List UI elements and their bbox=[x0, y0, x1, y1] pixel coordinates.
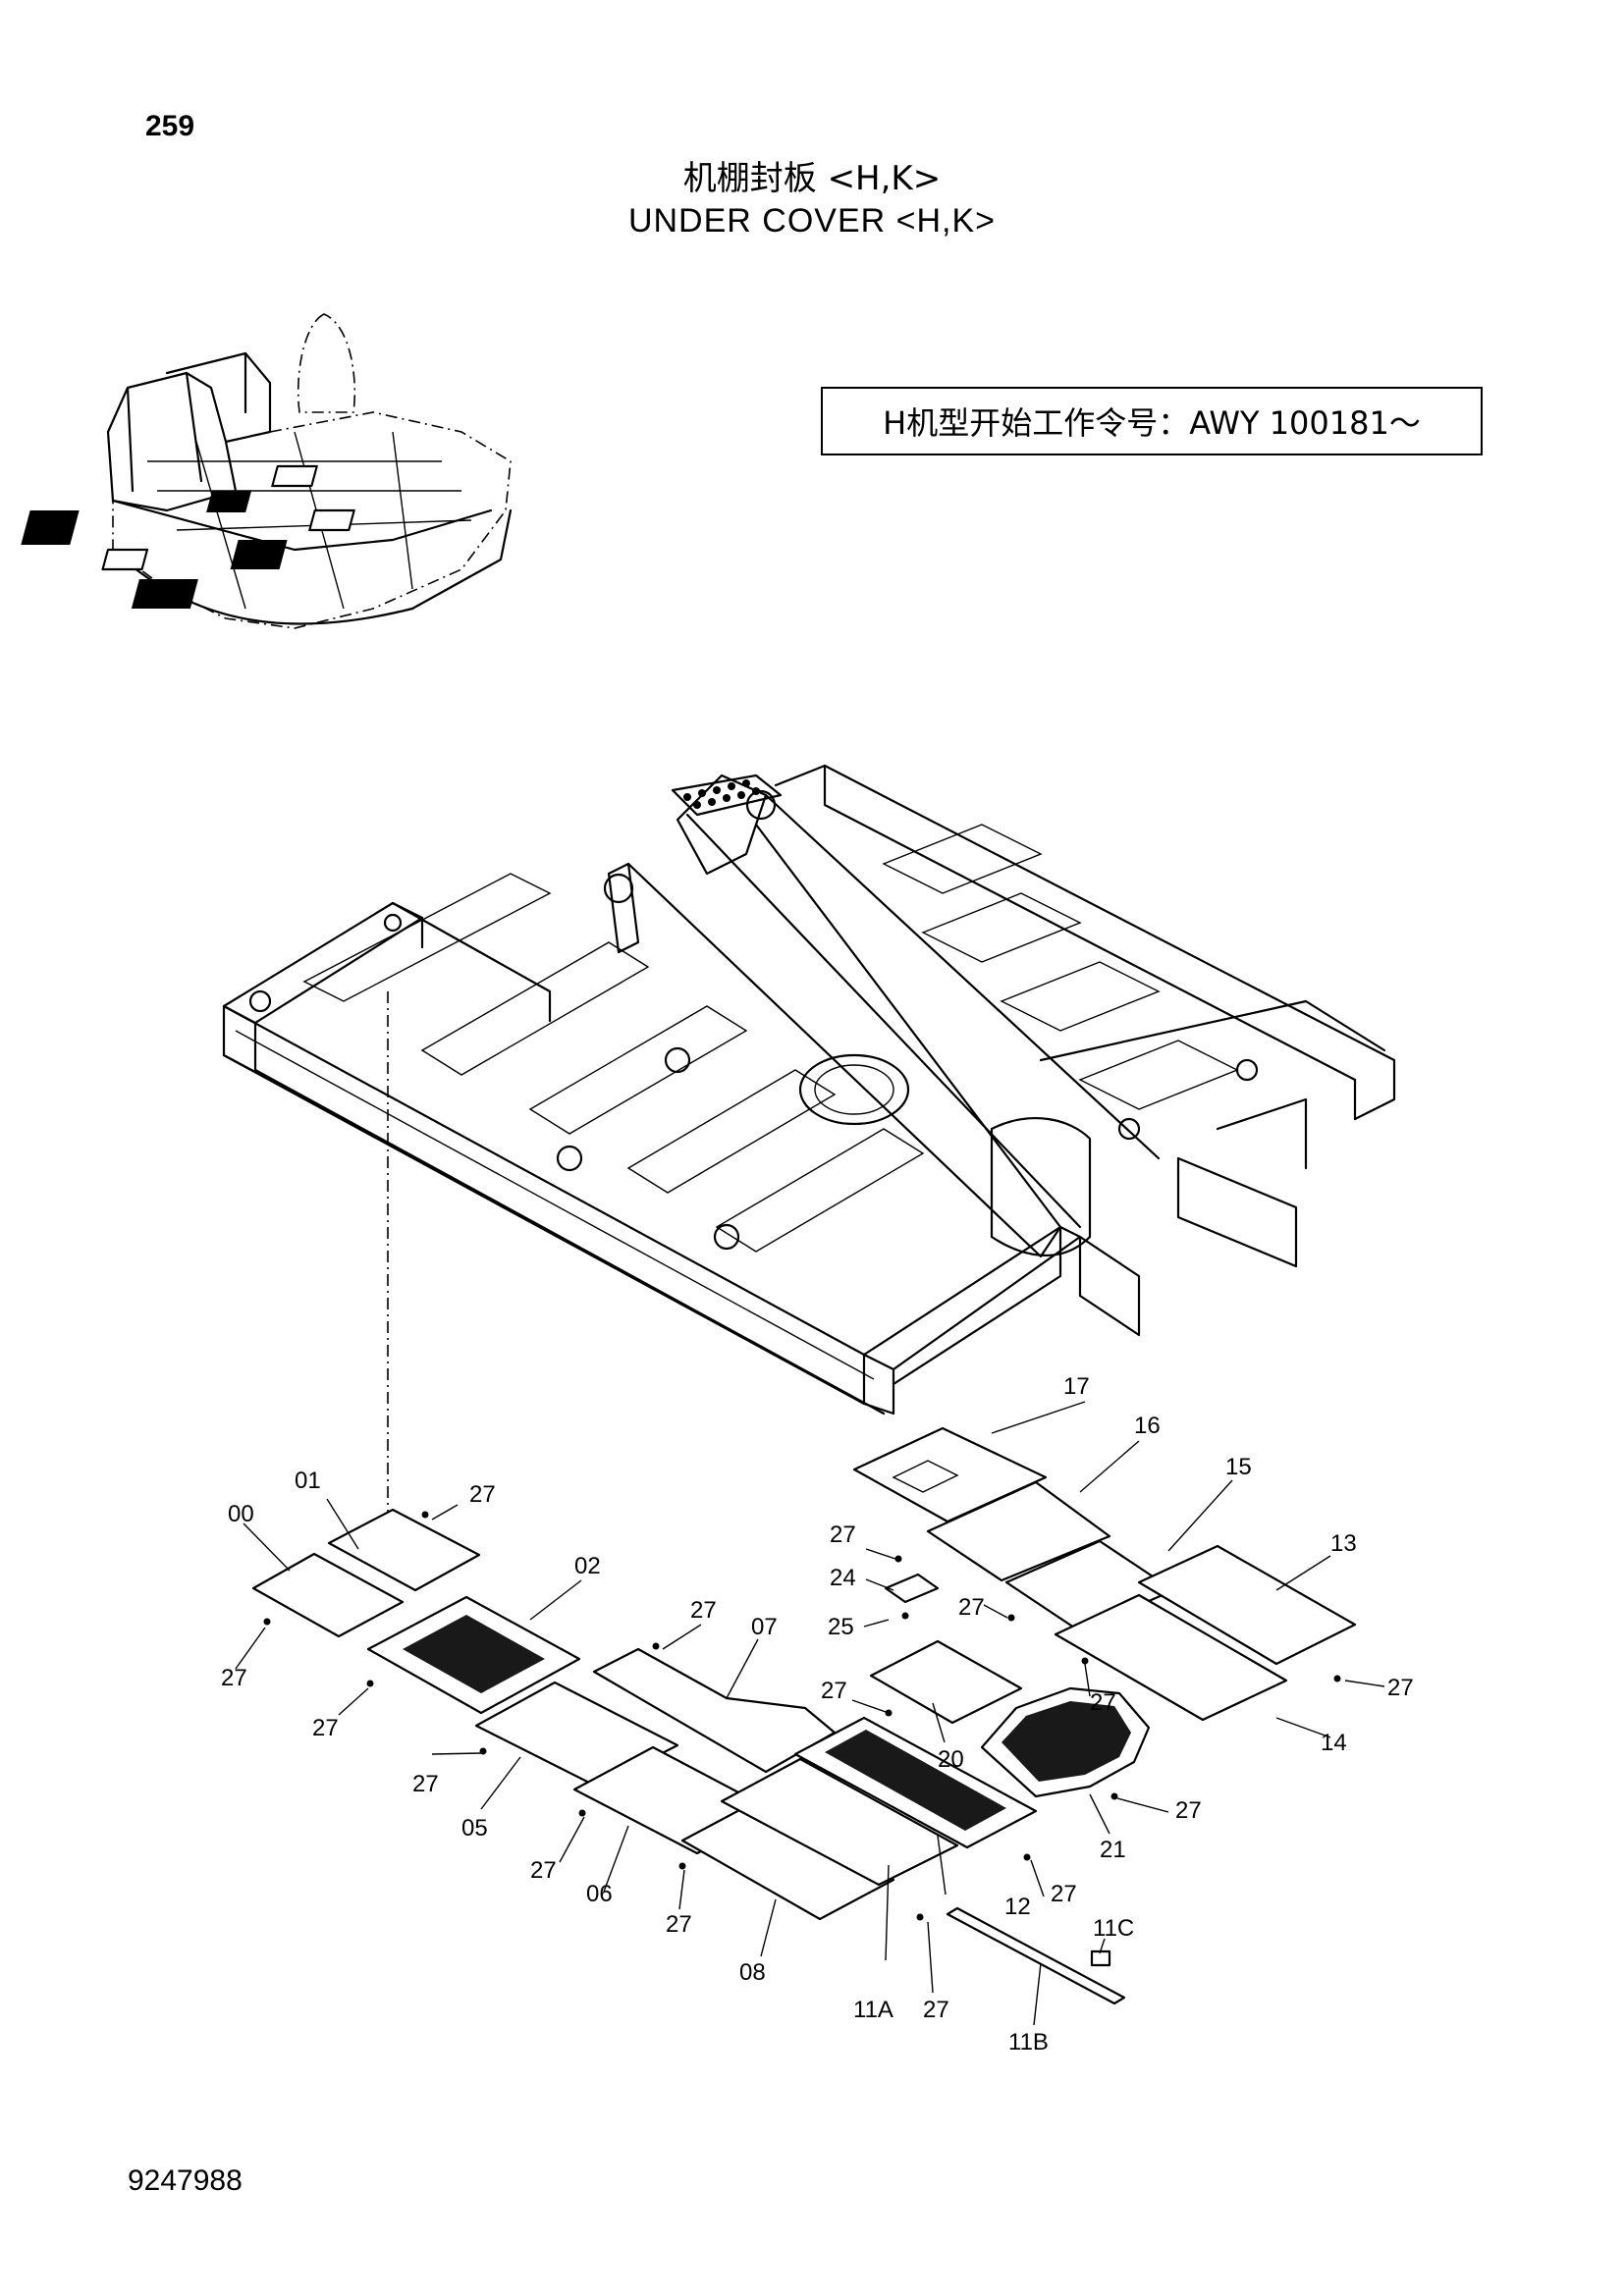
plate-08 bbox=[680, 1799, 895, 1921]
callout-27-h: 27 bbox=[923, 1997, 949, 2023]
callout-27-m: 27 bbox=[958, 1594, 985, 1621]
callout-27-d: 27 bbox=[312, 1715, 339, 1741]
callout-14: 14 bbox=[1321, 1730, 1347, 1756]
callout-27-b: 27 bbox=[690, 1597, 717, 1624]
title-chinese: 机棚封板 <H,K> bbox=[682, 159, 942, 198]
callout-27-l: 27 bbox=[830, 1522, 856, 1548]
callout-17: 17 bbox=[1063, 1373, 1090, 1400]
plate-12 bbox=[793, 1716, 1038, 1849]
plate-21 bbox=[980, 1686, 1151, 1798]
plate-17 bbox=[852, 1426, 1048, 1523]
document-number: 9247988 bbox=[128, 2164, 243, 2197]
callout-27-a: 27 bbox=[469, 1481, 496, 1508]
serial-number-note: H机型开始工作令号：AWY 100181～ bbox=[821, 387, 1483, 455]
callout-11c: 11C bbox=[1093, 1915, 1134, 1942]
callout-labels: 01 00 27 02 27 07 27 27 27 05 27 06 27 0… bbox=[221, 1373, 1414, 2056]
callout-24: 24 bbox=[830, 1565, 856, 1591]
callout-leaders bbox=[235, 1401, 1385, 2026]
callout-27-k: 27 bbox=[821, 1678, 847, 1704]
upper-frame bbox=[222, 764, 1396, 1415]
callout-11a: 11A bbox=[853, 1997, 893, 2023]
callout-27-o: 27 bbox=[1387, 1675, 1414, 1701]
plate-20 bbox=[869, 1639, 1023, 1725]
plate-13 bbox=[1137, 1544, 1357, 1666]
callout-27-c: 27 bbox=[221, 1665, 247, 1691]
plate-01 bbox=[327, 1508, 481, 1592]
plate-14 bbox=[1054, 1593, 1288, 1722]
callout-27-j: 27 bbox=[1175, 1797, 1202, 1824]
callout-27-n: 27 bbox=[1090, 1689, 1116, 1716]
callout-01: 01 bbox=[295, 1468, 321, 1494]
plate-07 bbox=[592, 1647, 837, 1774]
callout-07: 07 bbox=[751, 1614, 778, 1640]
block-11c bbox=[1090, 1949, 1111, 1967]
bar-11b bbox=[946, 1906, 1126, 2005]
callout-12: 12 bbox=[1004, 1894, 1031, 1920]
callout-11b: 11B bbox=[1008, 2029, 1049, 2056]
callout-16: 16 bbox=[1134, 1413, 1161, 1439]
machine-key-map bbox=[21, 313, 513, 629]
callout-08: 08 bbox=[739, 1959, 766, 1986]
callout-27-i: 27 bbox=[1051, 1881, 1077, 1907]
callout-15: 15 bbox=[1225, 1454, 1252, 1480]
callout-27-e: 27 bbox=[412, 1771, 439, 1797]
title-english: UNDER COVER <H,K> bbox=[627, 202, 997, 240]
plate-16 bbox=[926, 1480, 1111, 1582]
serial-number-text: H机型开始工作令号：AWY 100181～ bbox=[883, 404, 1421, 442]
plate-02 bbox=[366, 1595, 581, 1715]
plate-11a bbox=[720, 1757, 959, 1887]
callout-21: 21 bbox=[1100, 1837, 1126, 1863]
callout-27-g: 27 bbox=[666, 1911, 692, 1938]
callout-02: 02 bbox=[574, 1553, 601, 1579]
plate-24 bbox=[884, 1573, 940, 1604]
callout-13: 13 bbox=[1330, 1530, 1357, 1557]
callout-00: 00 bbox=[228, 1501, 254, 1527]
callout-25: 25 bbox=[828, 1614, 854, 1640]
plate-00 bbox=[251, 1552, 405, 1638]
page-number: 259 bbox=[145, 110, 195, 142]
under-cover-plates bbox=[251, 1426, 1357, 2005]
callout-06: 06 bbox=[586, 1881, 613, 1907]
callout-20: 20 bbox=[938, 1746, 964, 1773]
callout-27-f: 27 bbox=[530, 1857, 557, 1884]
callout-05: 05 bbox=[461, 1815, 488, 1842]
